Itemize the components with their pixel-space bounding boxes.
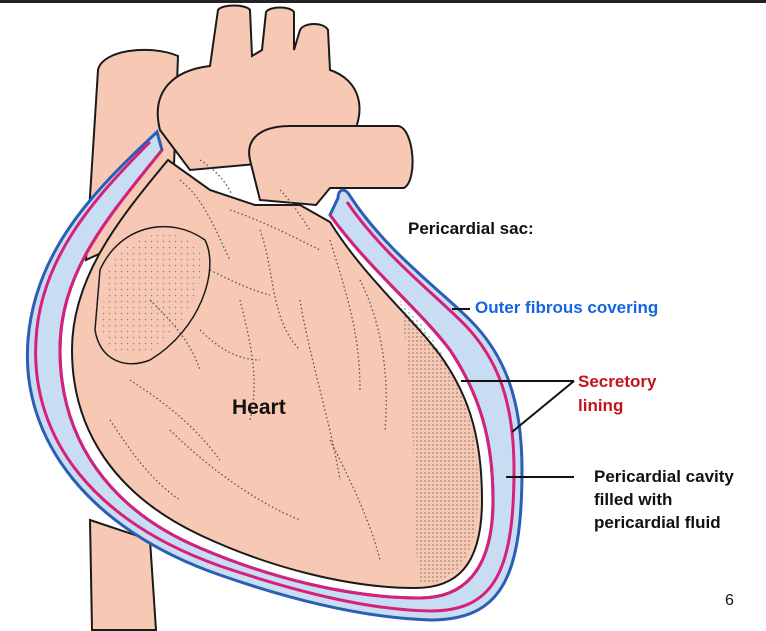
- secretory-lining-label-line1: Secretory: [578, 372, 657, 391]
- ventricle-stipple: [400, 300, 479, 584]
- pulmonary-trunk: [248, 125, 414, 207]
- page-number: 6: [725, 592, 734, 609]
- pericardial-cavity-label-line3: pericardial fluid: [594, 513, 721, 532]
- atrium-stipple: [102, 233, 202, 355]
- pericardial-cavity-label-line1: Pericardial cavity: [594, 467, 734, 486]
- outer-fibrous-covering-label: Outer fibrous covering: [475, 298, 659, 317]
- pericardial-cavity-label-line2: filled with: [594, 490, 673, 509]
- secretory-lining-outer: [34, 140, 516, 613]
- secretory-lining-outline: [58, 149, 495, 600]
- top-rule: [0, 0, 766, 3]
- heart-label: Heart: [232, 396, 286, 419]
- vena-cava-lower: [88, 518, 158, 631]
- secretory-leader-line-b: [511, 380, 575, 433]
- coronary-vessels: [109, 159, 387, 561]
- pericardial-sac-title: Pericardial sac:: [408, 219, 534, 238]
- secretory-lining-label-line2: lining: [578, 396, 624, 415]
